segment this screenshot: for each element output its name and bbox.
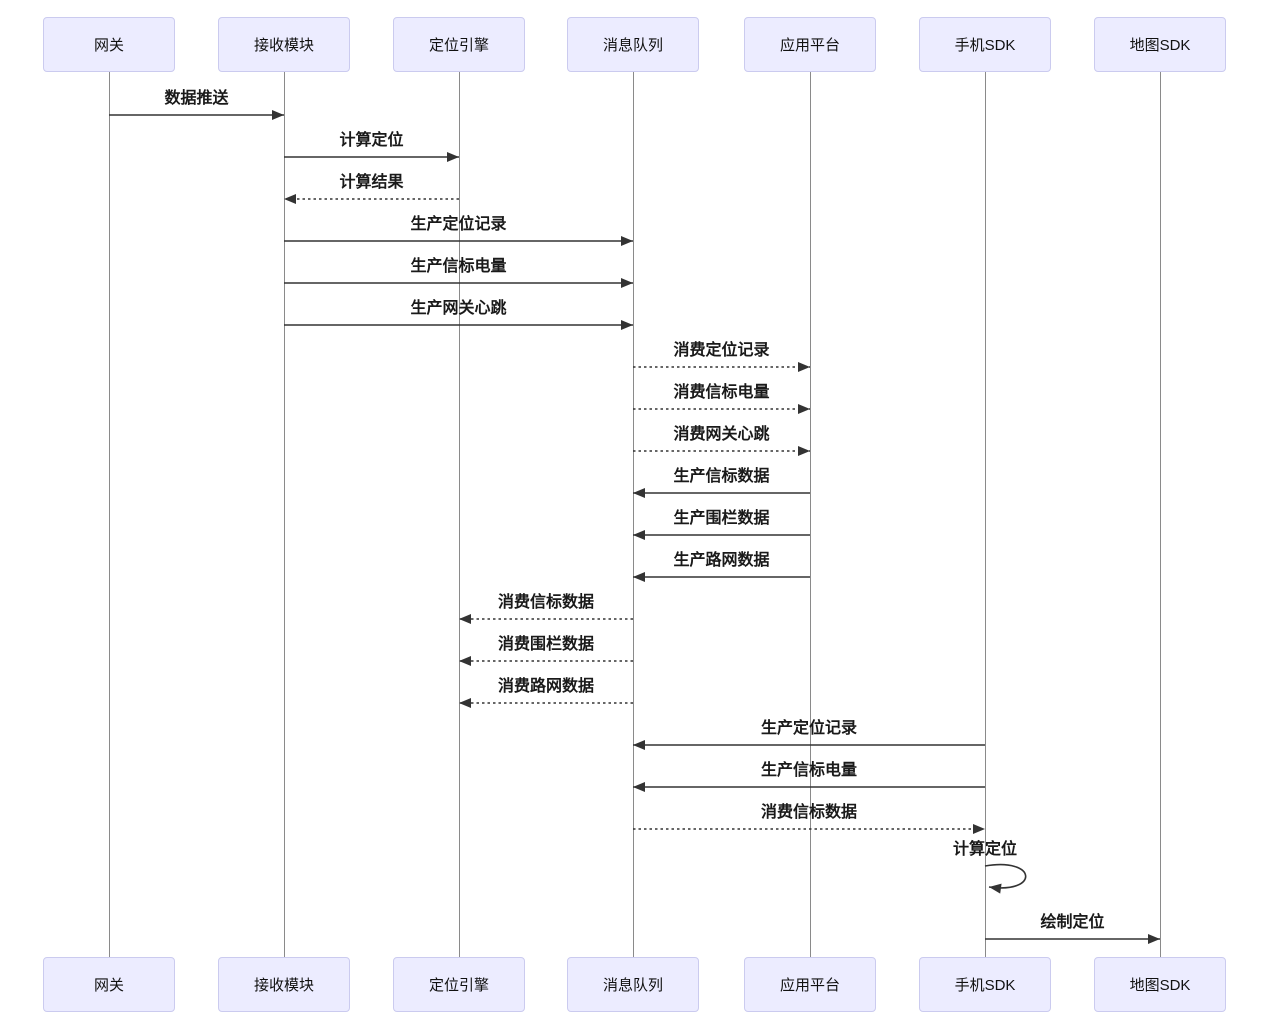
actor-bottom-1: 接收模块 — [218, 957, 350, 1012]
actor-top-5: 手机SDK — [919, 17, 1051, 72]
message-label: 消费网关心跳 — [673, 426, 770, 443]
message-label: 消费信标数据 — [760, 804, 857, 821]
actor-bottom-0: 网关 — [43, 957, 175, 1012]
lifeline-4 — [809, 72, 811, 957]
message-label: 生产信标电量 — [410, 258, 507, 275]
lifeline-2 — [458, 72, 460, 957]
actor-top-6: 地图SDK — [1094, 17, 1226, 72]
message-label: 消费定位记录 — [673, 342, 770, 359]
message-label: 计算结果 — [339, 174, 404, 191]
actor-bottom-2: 定位引擎 — [393, 957, 525, 1012]
message-label: 消费围栏数据 — [497, 636, 594, 653]
actor-top-0: 网关 — [43, 17, 175, 72]
message-label: 数据推送 — [164, 90, 229, 107]
message-label: 生产信标电量 — [760, 762, 857, 779]
actor-bottom-5: 手机SDK — [919, 957, 1051, 1012]
message-label: 生产网关心跳 — [410, 300, 507, 317]
message-label: 计算定位 — [339, 132, 404, 149]
actor-top-4: 应用平台 — [744, 17, 876, 72]
actor-bottom-6: 地图SDK — [1094, 957, 1226, 1012]
lifeline-6 — [1159, 72, 1161, 957]
message-label: 绘制定位 — [1040, 914, 1105, 931]
lifeline-1 — [283, 72, 285, 957]
lifeline-0 — [108, 72, 110, 957]
actor-top-2: 定位引擎 — [393, 17, 525, 72]
message-label: 生产信标数据 — [673, 468, 770, 485]
lifeline-5 — [984, 72, 986, 957]
actor-bottom-4: 应用平台 — [744, 957, 876, 1012]
message-label: 计算定位 — [952, 841, 1017, 858]
message-label: 生产定位记录 — [410, 216, 507, 233]
message-label: 生产围栏数据 — [673, 510, 770, 527]
message-self-loop — [984, 863, 1027, 894]
message-label: 消费信标数据 — [497, 594, 594, 611]
actor-top-3: 消息队列 — [567, 17, 699, 72]
lifeline-3 — [632, 72, 634, 957]
actor-bottom-3: 消息队列 — [567, 957, 699, 1012]
message-label: 消费路网数据 — [497, 678, 594, 695]
message-label: 生产路网数据 — [673, 552, 770, 569]
message-label: 消费信标电量 — [673, 384, 770, 401]
actor-top-1: 接收模块 — [218, 17, 350, 72]
message-label: 生产定位记录 — [760, 720, 857, 737]
